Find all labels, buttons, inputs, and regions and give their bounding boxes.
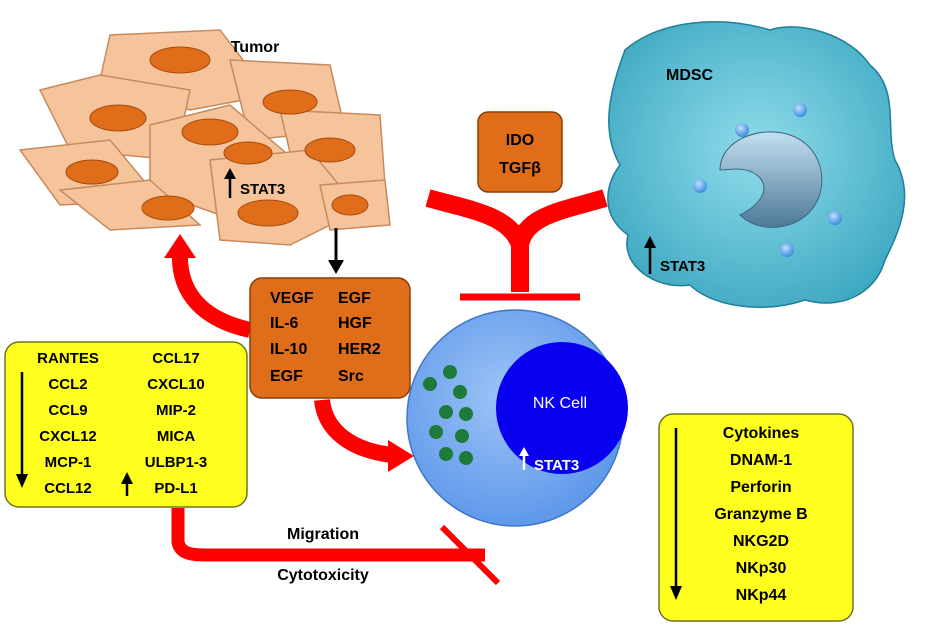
nk-up-arrowhead	[519, 447, 529, 456]
mdsc-stat3-label: STAT3	[660, 258, 705, 275]
chemokine-item: CCL17	[152, 350, 200, 367]
ido-inhibition-arc-right	[511, 189, 608, 248]
nk-granule	[423, 377, 437, 391]
chemokine-item: MIP-2	[156, 402, 196, 419]
factor-item: EGF	[338, 290, 371, 307]
tumor-stat3-label: STAT3	[240, 181, 285, 198]
effector-item: NKp30	[736, 560, 787, 577]
effector-item: NKG2D	[733, 533, 789, 550]
mdsc-granule	[780, 243, 794, 257]
ido-inhibition-arc-left	[425, 189, 529, 292]
chemokines-right-column: CCL17 CXCL10 MIP-2 MICA ULBP1-3 PD-L1	[145, 350, 208, 497]
factor-item: IL-10	[270, 341, 307, 358]
mdsc-granule	[693, 179, 707, 193]
factor-item: Src	[338, 368, 364, 385]
chemokine-item: CCL9	[48, 402, 87, 419]
nk-granule	[429, 425, 443, 439]
chemokine-item: MICA	[157, 428, 195, 445]
effector-item: Granzyme B	[714, 506, 807, 523]
factors-to-nk-arrowhead	[388, 440, 414, 472]
nk-granule	[439, 405, 453, 419]
migration-label: Migration	[287, 526, 359, 543]
chemokine-item: CXCL10	[147, 376, 205, 393]
effector-item: Perforin	[730, 479, 791, 496]
nk-granules	[423, 365, 473, 465]
effector-item: DNAM-1	[730, 452, 792, 469]
chemokines-left-column: RANTES CCL2 CCL9 CXCL12 MCP-1 CCL12	[37, 350, 99, 497]
tgfb-label: TGFβ	[499, 160, 541, 177]
ido-box	[477, 111, 563, 193]
migration-inhibition-bar	[439, 524, 501, 586]
effector-item: Cytokines	[723, 425, 800, 442]
nk-granule	[453, 385, 467, 399]
effector-item: NKp44	[736, 587, 787, 604]
feedback-arrow-shaft	[171, 251, 252, 338]
tumor-up-arrowhead	[224, 168, 236, 179]
effector-down-arrowhead	[670, 586, 682, 600]
tumor-secretion-arrowhead	[328, 260, 344, 274]
nk-granule	[439, 447, 453, 461]
nk-nucleus	[496, 342, 628, 474]
chemokine-item: PD-L1	[154, 480, 197, 497]
factor-item: IL-6	[270, 315, 299, 332]
ido-label: IDO	[506, 132, 534, 149]
chemokine-item: CCL2	[48, 376, 87, 393]
nk-stat3-label: STAT3	[534, 457, 579, 474]
nk-granule	[443, 365, 457, 379]
chemokine-item: CCL12	[44, 480, 92, 497]
tumor-label: Tumor	[231, 39, 280, 56]
nk-granule	[459, 407, 473, 421]
factor-item: EGF	[270, 368, 303, 385]
migration-inhibition-line	[171, 508, 485, 562]
chemokines-box	[4, 341, 248, 508]
cytotoxicity-label: Cytotoxicity	[277, 567, 369, 584]
nk-granule	[459, 451, 473, 465]
mdsc-granule	[735, 123, 749, 137]
chemokine-item: CXCL12	[39, 428, 97, 445]
nk-cell-label: NK Cell	[533, 395, 587, 412]
mdsc-granule	[828, 211, 842, 225]
secreted-factors-box	[249, 277, 411, 399]
mdsc-up-arrowhead	[644, 236, 656, 248]
mdsc-label: MDSC	[666, 67, 714, 84]
tumor-cluster	[18, 29, 391, 246]
chemokines-down-arrowhead	[16, 474, 28, 488]
mdsc-nucleus	[719, 131, 823, 228]
effector-list: Cytokines DNAM-1 Perforin Granzyme B NKG…	[714, 425, 807, 604]
factor-item: HER2	[338, 341, 381, 358]
mdsc-granule	[793, 103, 807, 117]
factors-right-column: EGF HGF HER2 Src	[338, 290, 381, 385]
chemokine-item: MCP-1	[45, 454, 92, 471]
factors-left-column: VEGF IL-6 IL-10 EGF	[270, 290, 314, 385]
nk-granule	[455, 429, 469, 443]
ligands-up-arrowhead	[121, 472, 133, 484]
effector-box	[658, 413, 854, 622]
factors-to-nk-arrow-shaft	[314, 398, 394, 463]
chemokine-item: ULBP1-3	[145, 454, 208, 471]
chemokine-item: RANTES	[37, 350, 99, 367]
factor-item: VEGF	[270, 290, 314, 307]
feedback-arrowhead	[164, 234, 196, 258]
factor-item: HGF	[338, 315, 372, 332]
